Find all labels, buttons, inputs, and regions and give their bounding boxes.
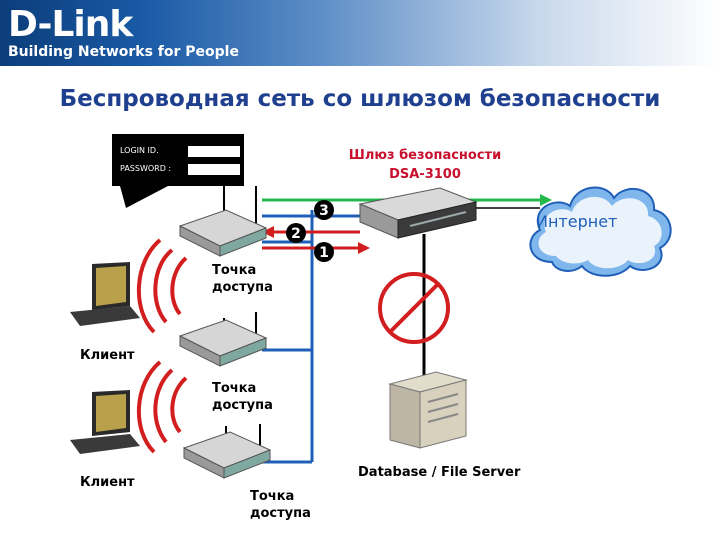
client-label-2: Клиент bbox=[80, 475, 135, 490]
access-point-icon-3 bbox=[182, 424, 272, 479]
access-point-icon-2 bbox=[178, 312, 268, 367]
dlink-logo: D-Link bbox=[8, 4, 133, 45]
server-label: Database / File Server bbox=[358, 465, 521, 480]
red-arrow-2 bbox=[262, 226, 274, 238]
svg-text:1: 1 bbox=[319, 245, 329, 261]
gateway-label: Шлюз безопасности DSA-3100 bbox=[330, 146, 520, 184]
svg-text:3: 3 bbox=[319, 203, 329, 219]
header-banner: D-Link Building Networks for People bbox=[0, 0, 720, 66]
red-arrow-1 bbox=[358, 242, 370, 254]
internet-cloud-icon bbox=[529, 186, 672, 277]
gateway-device-icon bbox=[358, 187, 478, 239]
step-badge-1: 1 bbox=[314, 242, 334, 262]
login-bubble-tail bbox=[120, 186, 168, 208]
laptop-icon-1 bbox=[70, 262, 140, 326]
tagline: Building Networks for People bbox=[8, 44, 239, 60]
step-badge-2: 2 bbox=[286, 223, 306, 243]
gateway-label-line2: DSA-3100 bbox=[389, 167, 461, 182]
laptop-icon-2 bbox=[70, 390, 140, 454]
ap-label-1: Точка доступа bbox=[212, 263, 273, 295]
ap-label-3: Точка доступа bbox=[250, 489, 311, 521]
page-title: Беспроводная сеть со шлюзом безопасности bbox=[59, 86, 661, 112]
login-id-field[interactable] bbox=[188, 146, 240, 157]
wireless-waves-1 bbox=[136, 238, 188, 334]
svg-text:2: 2 bbox=[291, 226, 301, 242]
prohibited-icon bbox=[378, 272, 450, 344]
access-point-icon-1 bbox=[178, 182, 268, 257]
password-field[interactable] bbox=[188, 164, 240, 175]
password-label: PASSWORD : bbox=[120, 164, 172, 173]
internet-label: Интернет bbox=[536, 212, 618, 231]
client-label-1: Клиент bbox=[80, 348, 135, 363]
login-bubble: LOGIN ID. PASSWORD : bbox=[112, 134, 244, 186]
step-badge-3: 3 bbox=[314, 200, 334, 220]
gateway-label-line1: Шлюз безопасности bbox=[348, 148, 502, 163]
ap-label-2: Точка доступа bbox=[212, 381, 273, 413]
server-icon bbox=[388, 371, 468, 449]
wireless-waves-2 bbox=[136, 360, 188, 454]
green-arrow bbox=[540, 194, 552, 206]
login-id-label: LOGIN ID. bbox=[120, 146, 159, 155]
